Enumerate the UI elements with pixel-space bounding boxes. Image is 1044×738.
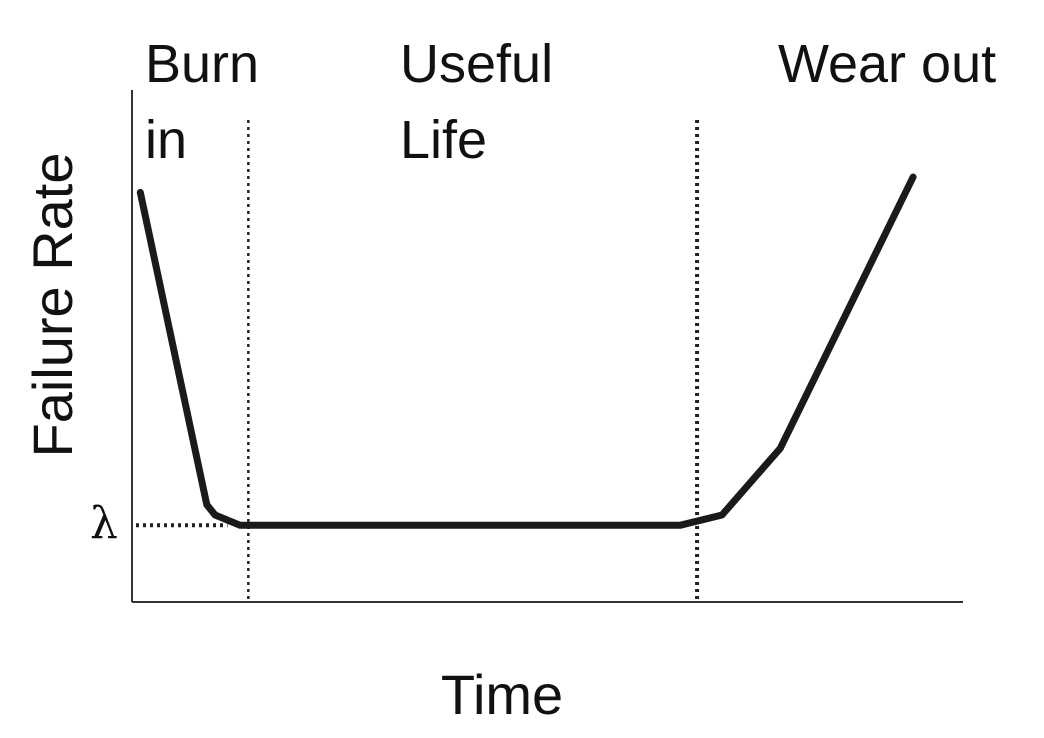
region-label-burn-in-line2: in bbox=[145, 110, 187, 170]
x-axis-title: Time bbox=[441, 663, 563, 726]
region-label-burn-in-line1: Burn bbox=[145, 34, 259, 94]
series-layer bbox=[136, 173, 917, 529]
region-label-useful-life-line1: Useful bbox=[400, 34, 553, 94]
guide-layer bbox=[136, 120, 700, 602]
y-axis-title: Failure Rate bbox=[21, 152, 84, 457]
region-label-useful-life-line2: Life bbox=[400, 110, 487, 170]
axes bbox=[131, 90, 963, 603]
failure-rate-curve-1 bbox=[136, 173, 917, 529]
region-label-wear-out: Wear out bbox=[778, 34, 996, 94]
lambda-label: λ bbox=[90, 498, 118, 549]
